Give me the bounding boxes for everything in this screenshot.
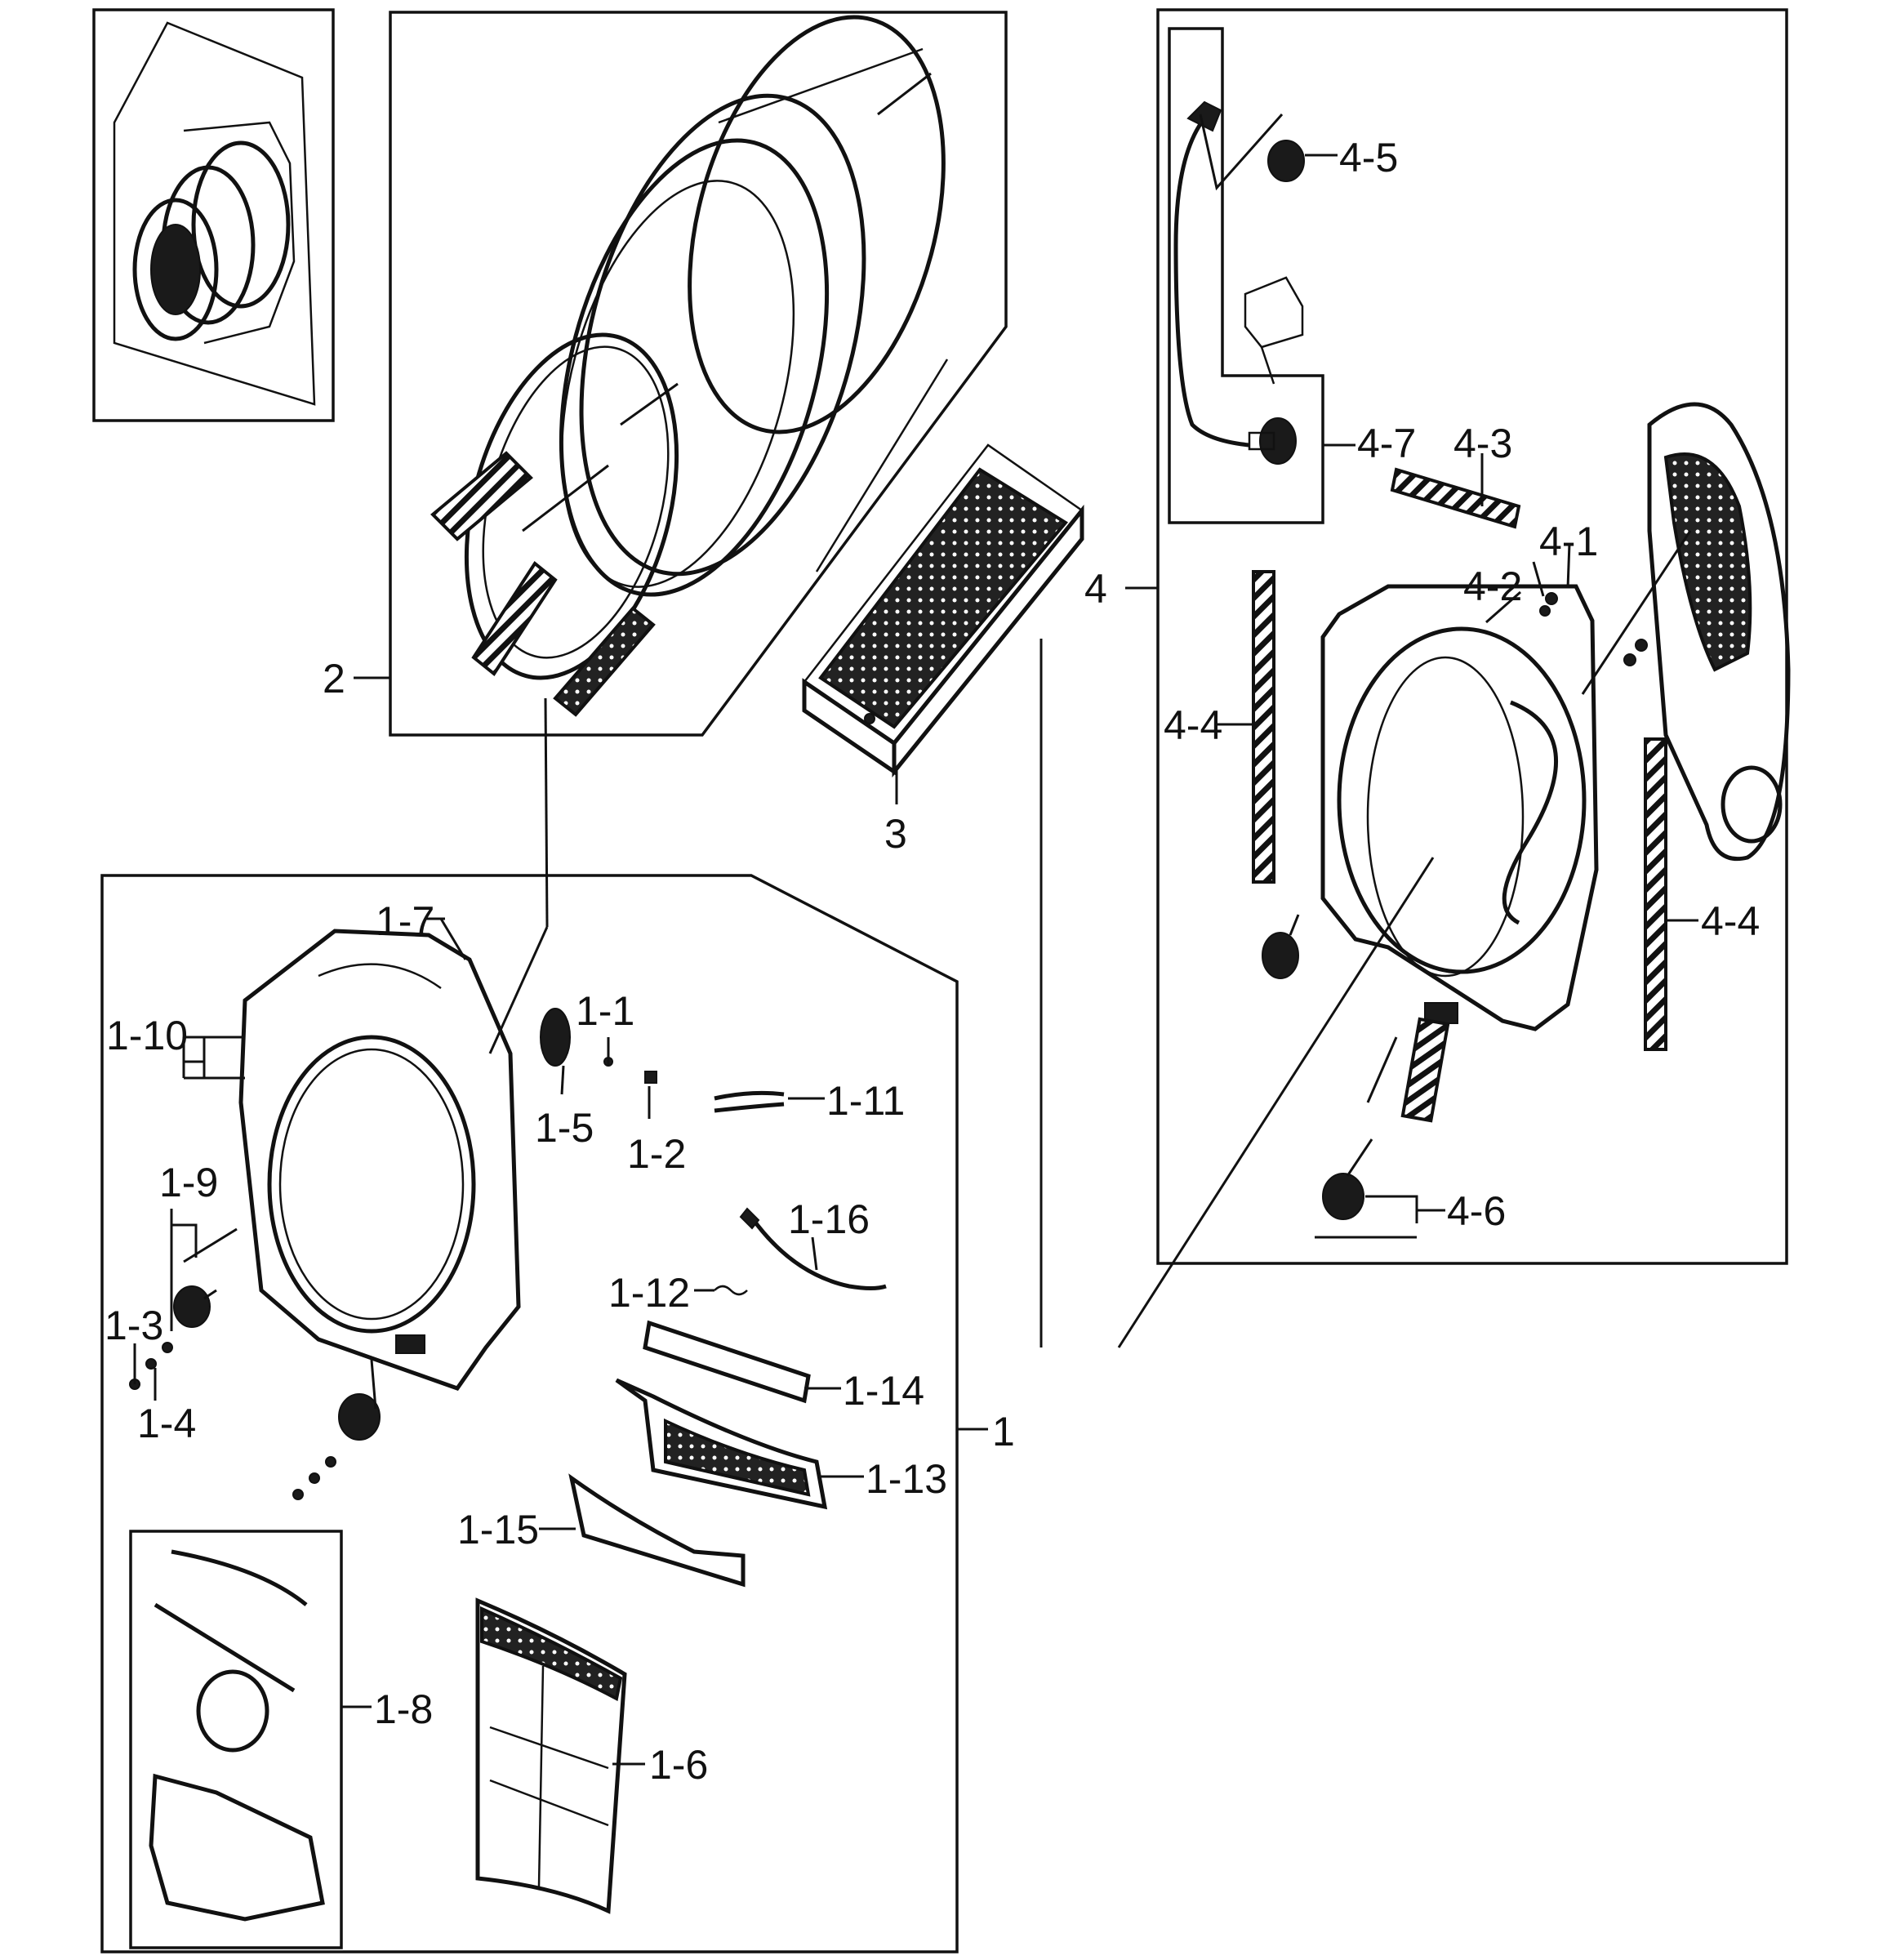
overview-thumbnail [92, 8, 335, 422]
washer-screw-stack-icon [129, 1342, 336, 1500]
label-1-6: 1-6 [649, 1742, 708, 1788]
support-rail-right-icon [1644, 737, 1667, 1051]
overview-drum-assembly-icon [132, 121, 296, 345]
drum-rear-seal-icon [688, 15, 946, 434]
label-3: 3 [884, 811, 907, 857]
air-duct-1-13-icon [615, 1378, 828, 1510]
sensor-block-icon [1244, 276, 1304, 385]
front-frame-group-1 [100, 874, 959, 1953]
label-1-13: 1-13 [866, 1456, 947, 1502]
label-1-3: 1-3 [105, 1303, 163, 1348]
thermostat-icon [1248, 417, 1297, 465]
label-4-7: 4-7 [1357, 421, 1416, 466]
lint-filter-1-6-icon [475, 1597, 627, 1914]
panel-strip-1-14-icon [643, 1320, 811, 1404]
label-1-9: 1-9 [159, 1160, 218, 1205]
screw-icon [1635, 639, 1648, 652]
drum-lifter-baffle-icon [430, 451, 656, 717]
front-bearing-cap-lower-icon [338, 1393, 381, 1441]
wire-1-11-icon [714, 1090, 785, 1113]
label-4-6: 4-6 [1447, 1188, 1506, 1234]
clip-1-12-icon [714, 1285, 748, 1296]
thermistor-cap-icon [1267, 140, 1305, 182]
label-1: 1 [992, 1409, 1015, 1454]
wire-harness-icon [1173, 100, 1250, 448]
screw-4-1-icon [1539, 592, 1558, 617]
label-4-5: 4-5 [1339, 135, 1398, 180]
sensor-cable-1-16-icon [739, 1207, 887, 1290]
label-1-4: 1-4 [137, 1401, 196, 1446]
label-4-4-left: 4-4 [1164, 702, 1222, 748]
label-1-10: 1-10 [106, 1013, 188, 1058]
label-1-5: 1-5 [535, 1105, 594, 1151]
mounting-bracket-icon [1390, 467, 1521, 529]
blower-duct-icon [1647, 402, 1791, 862]
label-1-1: 1-1 [576, 988, 634, 1034]
drive-pulley-cap-icon [1322, 1173, 1364, 1220]
screw-icon [1623, 653, 1636, 666]
front-bearing-cap-1-9-icon [173, 1285, 211, 1328]
label-4-1: 4-1 [1539, 519, 1598, 564]
label-1-14: 1-14 [843, 1368, 924, 1414]
label-2: 2 [323, 656, 345, 702]
label-1-11: 1-11 [826, 1078, 905, 1124]
rear-bearing-cap-icon [1262, 932, 1299, 979]
label-1-2: 1-2 [627, 1131, 686, 1177]
label-1-7: 1-7 [376, 898, 434, 944]
rear-bulkhead-group-4 [1117, 8, 1791, 1348]
lint-filter-housing-3 [802, 443, 1084, 778]
label-4-4-right: 4-4 [1701, 898, 1760, 944]
label-4: 4 [1084, 566, 1107, 612]
label-1-8: 1-8 [374, 1686, 433, 1732]
drum-shell-icon [559, 47, 949, 597]
door-seal-kit-1-8-icon [149, 1549, 325, 1922]
label-1-16: 1-16 [788, 1196, 870, 1242]
rear-bulkhead-panel-icon [1320, 584, 1599, 1031]
support-rail-left-icon [1252, 570, 1275, 884]
label-1-15: 1-15 [457, 1507, 539, 1552]
label-1-12: 1-12 [608, 1270, 690, 1316]
label-4-3: 4-3 [1453, 421, 1512, 466]
filter-guide-1-15-icon [568, 1473, 746, 1588]
door-lock-icon [540, 1008, 571, 1067]
door-switch-icon [1400, 1017, 1450, 1123]
label-4-2: 4-2 [1463, 564, 1522, 609]
door-frame-icon [238, 929, 521, 1391]
clip-1-2-icon [644, 1071, 657, 1084]
drum-group-2 [389, 11, 1008, 737]
